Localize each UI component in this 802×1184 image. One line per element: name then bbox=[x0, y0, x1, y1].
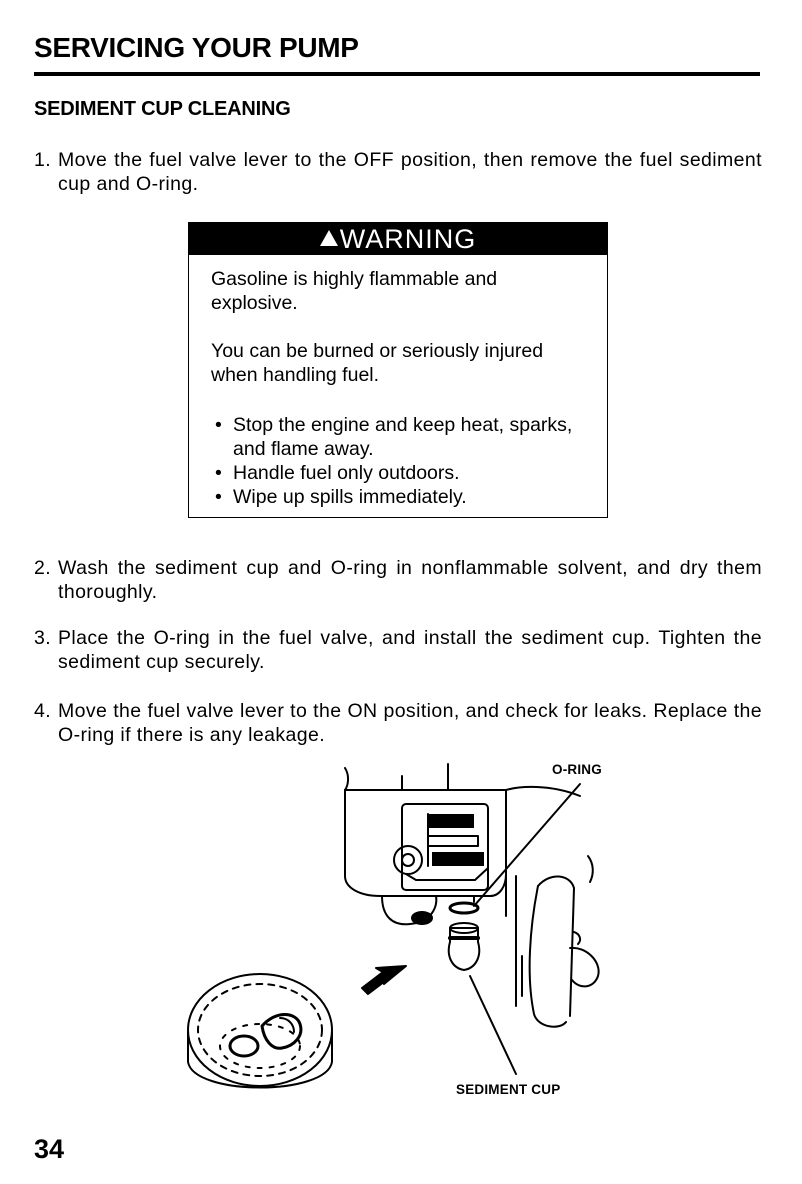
step-number: 2. bbox=[34, 557, 52, 579]
warning-box: WARNING Gasoline is highly flammable and… bbox=[188, 222, 608, 518]
step-number: 1. bbox=[34, 149, 52, 171]
warning-bullet-list: Stop the engine and keep heat, sparks, a… bbox=[215, 413, 573, 509]
step-3: 3. Place the O-ring in the fuel valve, a… bbox=[34, 626, 762, 674]
page-number: 34 bbox=[34, 1134, 65, 1164]
warning-bullet: Stop the engine and keep heat, sparks, a… bbox=[215, 413, 573, 461]
warning-heading: WARNING bbox=[339, 224, 477, 254]
warning-bullet: Wipe up spills immediately. bbox=[215, 485, 573, 509]
step-text: Place the O-ring in the fuel valve, and … bbox=[58, 627, 762, 673]
warning-triangle-icon bbox=[319, 229, 338, 246]
step-1: 1. Move the fuel valve lever to the OFF … bbox=[34, 148, 762, 196]
step-number: 3. bbox=[34, 627, 52, 649]
step-text: Move the fuel valve lever to the OFF pos… bbox=[58, 149, 762, 195]
sediment-cup-label: SEDIMENT CUP bbox=[456, 1082, 561, 1097]
warning-header: WARNING bbox=[189, 223, 607, 255]
step-2: 2. Wash the sediment cup and O-ring in n… bbox=[34, 556, 762, 604]
warning-paragraph-flammable: Gasoline is highly flammable and explosi… bbox=[211, 268, 498, 314]
oring-label: O-RING bbox=[552, 762, 602, 777]
step-number: 4. bbox=[34, 700, 52, 722]
step-text: Wash the sediment cup and O-ring in nonf… bbox=[58, 557, 762, 603]
warning-paragraph-burned: You can be burned or seriously injured w… bbox=[211, 340, 544, 386]
warning-bullet: Handle fuel only outdoors. bbox=[215, 461, 573, 485]
sediment-cup-illustration bbox=[187, 763, 600, 1089]
step-4: 4. Move the fuel valve lever to the ON p… bbox=[34, 699, 762, 747]
step-text: Move the fuel valve lever to the ON posi… bbox=[58, 700, 762, 746]
section-title: SERVICING YOUR PUMP bbox=[34, 32, 359, 63]
subsection-title: SEDIMENT CUP CLEANING bbox=[34, 98, 291, 120]
title-rule bbox=[34, 72, 760, 76]
